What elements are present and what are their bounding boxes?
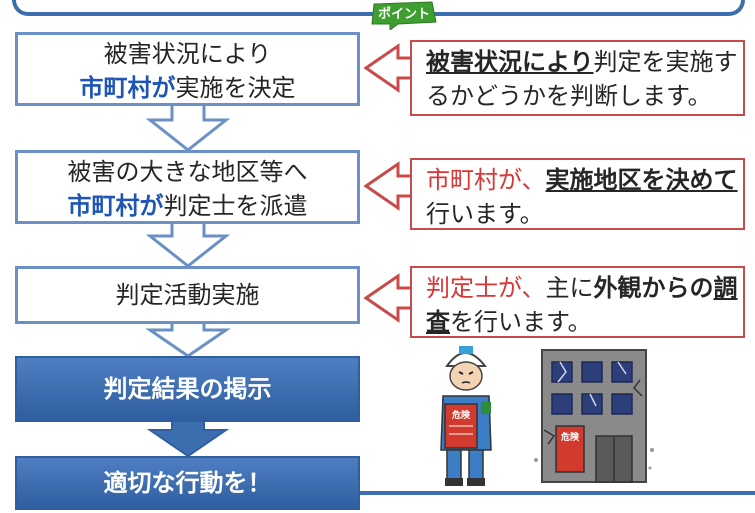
callout-red: 判定士が、 — [426, 274, 546, 302]
callout-red: 市町村が、 — [426, 166, 546, 194]
inspector-illustration: 危険 — [440, 346, 492, 486]
down-arrow — [145, 98, 231, 152]
action-bar: 適切な行動を！ — [15, 456, 360, 510]
callout-text: 主に — [545, 274, 594, 302]
callout-text: 判定を実施するかどうかを判断します。 — [426, 48, 738, 110]
step-box-1: 被害状況により 市町村が実施を決定 — [15, 32, 360, 106]
down-arrow-solid — [146, 419, 230, 458]
highlight-text: 市町村が — [79, 74, 176, 102]
step-box-3: 判定活動実施 — [15, 266, 360, 324]
down-arrow — [145, 216, 231, 268]
callout-1: 被害状況により判定を実施するかどうかを判断します。 — [410, 40, 745, 116]
damaged-building-illustration: 危険 — [534, 349, 654, 483]
step-text-rest: 判定士を派遣 — [163, 192, 308, 220]
callout-text: を行います。 — [450, 308, 592, 336]
bottom-line — [360, 491, 755, 495]
point-badge: ポイント — [371, 1, 437, 30]
callout-bold: 実施地区を決めて — [545, 166, 738, 194]
result-bar: 判定結果の掲示 — [15, 356, 360, 422]
highlight-text: 市町村が — [67, 192, 164, 220]
step-text: 市町村が判定士を派遣 — [18, 189, 357, 223]
step-text: 被害の大きな地区等へ — [67, 158, 308, 186]
callout-text: 行います。 — [426, 200, 544, 228]
step-text: 被害状況により — [103, 40, 272, 68]
step-box-2: 被害の大きな地区等へ 市町村が判定士を派遣 — [15, 150, 360, 224]
bar-label: 判定結果の掲示 — [103, 375, 272, 403]
bar-label: 適切な行動を！ — [103, 469, 272, 497]
armband-text: 危険 — [451, 409, 471, 421]
callout-bold: 外観からの — [593, 274, 714, 302]
point-badge-text: ポイント — [378, 6, 430, 22]
callout-bold: 被害状況により — [426, 48, 594, 76]
callout-2: 市町村が、実施地区を決めて行います。 — [410, 158, 745, 230]
step-text: 市町村が実施を決定 — [18, 71, 357, 105]
step-text-rest: 実施を決定 — [175, 74, 296, 102]
building-sign-text: 危険 — [560, 431, 580, 443]
callout-3: 判定士が、主に外観からの調査を行います。 — [410, 266, 745, 338]
step-text: 判定活動実施 — [115, 281, 260, 309]
callout-bold: 調査 — [426, 274, 738, 336]
